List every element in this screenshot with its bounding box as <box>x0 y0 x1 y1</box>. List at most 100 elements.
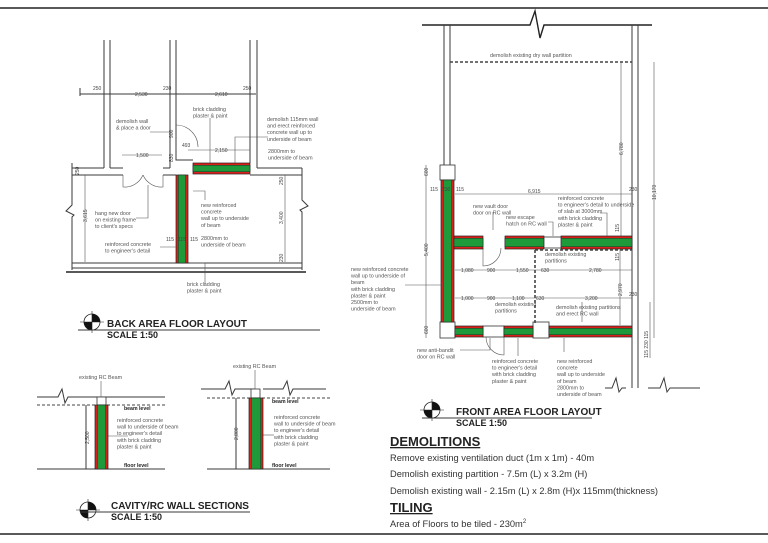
floor-level-label: floor level <box>124 463 149 469</box>
dim: 250 <box>75 166 81 175</box>
dim: 5,400 <box>424 243 430 256</box>
dim: 2,970 <box>618 283 624 296</box>
label-line: underside of beam <box>351 307 396 313</box>
wall-section-1: existing RC Beam beam level floor level … <box>37 375 179 470</box>
demolition-item: Demolish existing wall - 2.15m (L) x 2.8… <box>390 486 658 496</box>
label-line: wall to underside of beam <box>116 425 179 431</box>
sections-scale: SCALE 1:50 <box>111 512 162 522</box>
north-symbol <box>76 499 100 521</box>
dim: 1,100 <box>512 296 525 302</box>
dim: 115 <box>615 224 621 232</box>
label-line: reinforced concrete <box>558 196 604 202</box>
tiling-heading: TILING <box>390 500 433 515</box>
label-line: demolish existing dry wall partition <box>490 53 572 59</box>
label-line: plaster & paint <box>117 444 152 450</box>
label-line: wall up to underside <box>200 216 249 222</box>
dim: 630 <box>541 268 550 274</box>
label-line: 2500mm to <box>351 300 378 306</box>
north-symbol <box>80 311 104 333</box>
notes-block: DEMOLITIONS Remove existing ventilation … <box>390 434 658 529</box>
label-line: with brick cladding <box>491 372 536 378</box>
label-line: to client's specs <box>95 224 133 230</box>
label-line: and erect RC wall <box>556 312 599 318</box>
label-line: new anti-bandit <box>417 348 454 354</box>
rc-wall-front-left <box>440 179 455 323</box>
label-line: demolish existing <box>495 302 536 308</box>
dim: 1,080 <box>461 268 474 274</box>
rc-wall-back-vertical <box>175 174 189 264</box>
leader-lines <box>405 212 608 356</box>
dim: 230 <box>163 86 172 92</box>
label-line: on existing frame <box>95 218 136 224</box>
beam-level-label: beam level <box>272 399 299 405</box>
back-area-walls <box>65 40 309 273</box>
sections-title: CAVITY/RC WALL SECTIONS <box>111 501 249 512</box>
label-line: of slab at 3000mm <box>558 209 603 215</box>
label-line: concrete <box>201 210 222 216</box>
label-line: to engineer's detail <box>105 249 150 255</box>
label-line: reinforced concrete <box>274 415 320 421</box>
label-line: to engineer's detail <box>117 431 162 437</box>
dim: 230 <box>442 187 451 193</box>
leader-lines <box>136 118 268 284</box>
label-line: to engineer's detail <box>492 366 537 372</box>
rc-wall-section-2 <box>248 397 264 470</box>
rc-wall-front-upper <box>560 235 633 250</box>
label-line: demolish existing <box>545 252 586 258</box>
dry-wall-note: demolish existing dry wall partition <box>490 53 572 59</box>
dim: 1,500 <box>136 153 149 159</box>
dim: 3,200 <box>585 296 598 302</box>
dim: 1,000 <box>461 296 474 302</box>
front-area-scale: SCALE 1:50 <box>456 418 507 428</box>
label-line: hang new door <box>95 211 131 217</box>
label-line: 2800mm to <box>268 149 295 155</box>
dim: 6,780 <box>619 142 625 155</box>
rc-wall-front-lower <box>503 325 534 338</box>
label-line: of beam <box>201 223 221 229</box>
front-area-title: FRONT AREA FLOOR LAYOUT <box>456 407 602 418</box>
dim: 630 <box>536 296 545 302</box>
label-line: partitions <box>495 309 517 315</box>
dim: 115 <box>166 237 174 243</box>
label-line: underside of beam <box>267 137 312 143</box>
dim: 2,530 <box>135 92 148 98</box>
beam-level-label: beam level <box>124 406 151 412</box>
dim: 6,915 <box>528 189 541 195</box>
dim: 10,170 <box>652 184 658 200</box>
floor-level-label: floor level <box>272 463 297 469</box>
label-line: underside of beam <box>201 243 246 249</box>
back-area-scale: SCALE 1:50 <box>107 330 158 340</box>
label-line: with brick cladding <box>557 216 602 222</box>
label-line: demolish wall <box>116 119 148 125</box>
label-line: to engineer's detail <box>274 428 319 434</box>
label-line: with brick cladding <box>273 435 318 441</box>
demolish-wall-note: demolish wall& place a door <box>116 119 151 132</box>
escape-hatch <box>543 236 562 249</box>
dim: 600 <box>424 325 430 334</box>
dim: 900 <box>169 129 175 138</box>
dim: 115 <box>456 187 464 193</box>
rc-wall-front-upper <box>504 235 545 250</box>
label-line: brick cladding <box>193 107 226 113</box>
dim: 115 <box>430 187 438 193</box>
label-line: new reinforced <box>201 203 236 209</box>
dim: 600 <box>424 167 430 176</box>
dim: 250 <box>93 86 102 92</box>
height-dim: 2,800 <box>234 427 240 440</box>
north-symbol <box>420 399 444 421</box>
label-line: with brick cladding <box>350 287 395 293</box>
height-dim: 2,500 <box>85 431 91 444</box>
label-line: underside of beam <box>268 156 313 162</box>
demolition-item: Remove existing ventilation duct (1m x 1… <box>390 453 594 463</box>
label-line: plaster & paint <box>351 293 386 299</box>
